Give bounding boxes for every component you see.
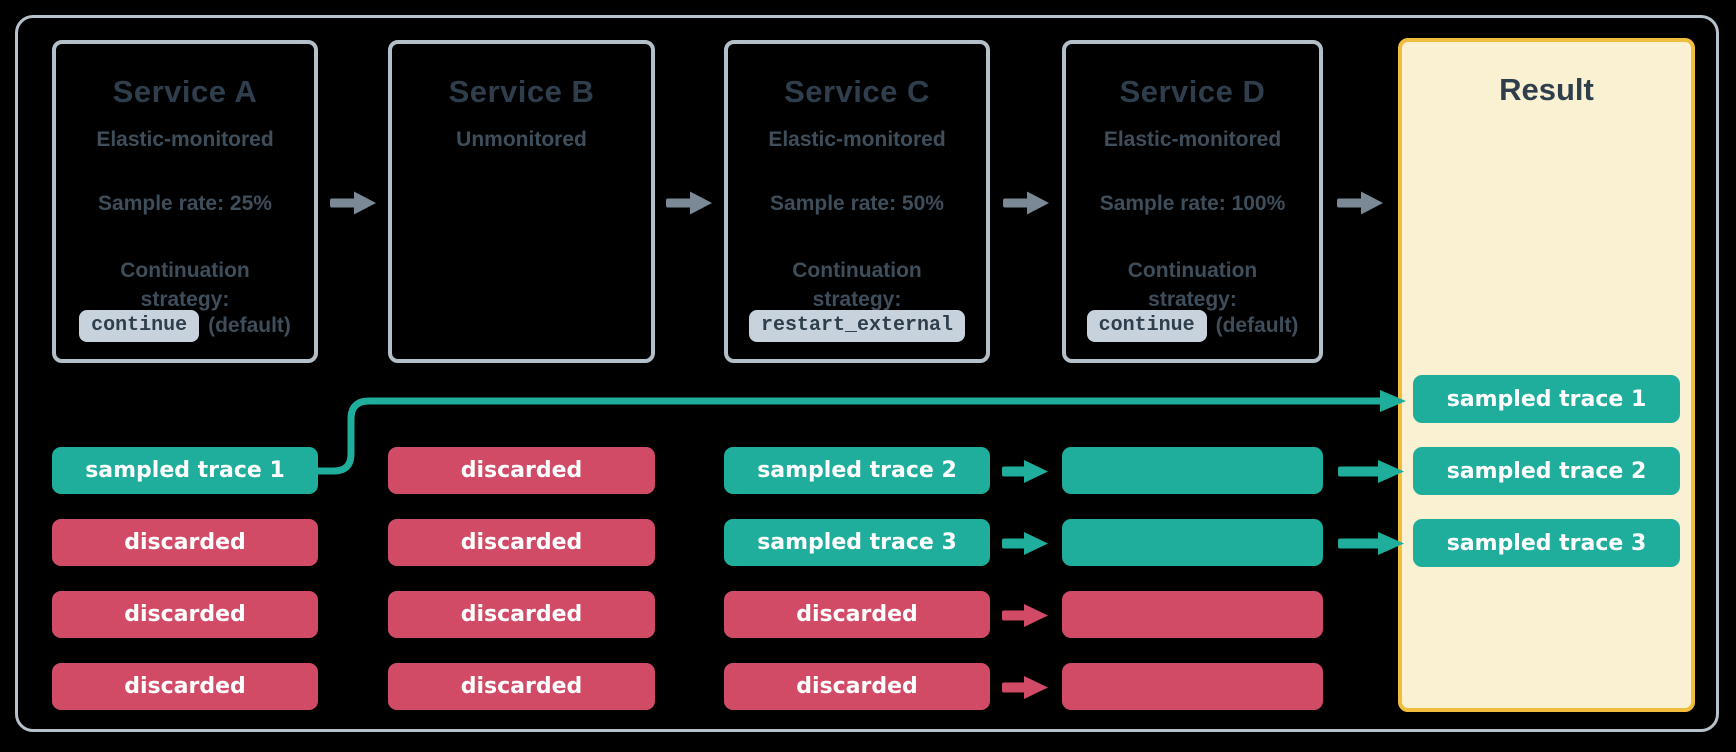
trace-pill-a2: discarded [52, 519, 318, 566]
service-c-strategy-row: restart_external [728, 310, 986, 342]
service-b-box: Service B Unmonitored [388, 40, 655, 363]
service-a-monitoring: Elastic-monitored [96, 128, 274, 151]
service-d-title: Service D [1119, 74, 1266, 109]
diagram-outer-frame [15, 15, 1719, 732]
service-d-box: Service D Elastic-monitored Sample rate:… [1062, 40, 1323, 363]
trace-pill-a3: discarded [52, 591, 318, 638]
service-b-monitoring: Unmonitored [456, 128, 587, 151]
trace-pill-d3 [1062, 591, 1323, 638]
trace-pill-b1: discarded [388, 447, 655, 494]
service-a-strategy-default: (default) [208, 314, 291, 337]
result-pill-1: sampled trace 1 [1413, 375, 1680, 423]
result-pill-2: sampled trace 2 [1413, 447, 1680, 495]
service-d-strategy-badge: continue [1086, 310, 1207, 342]
service-d-sample-rate: Sample rate: 100% [1099, 192, 1286, 215]
trace-pill-c4: discarded [724, 663, 990, 710]
trace-pill-d4 [1062, 663, 1323, 710]
service-d-strategy-row: continue (default) [1066, 310, 1319, 342]
service-a-continuation-label: Continuation strategy: [120, 259, 250, 311]
service-c-continuation-label: Continuation strategy: [792, 259, 922, 311]
trace-pill-c2: sampled trace 3 [724, 519, 990, 566]
trace-pill-d1 [1062, 447, 1323, 494]
service-a-sample-rate: Sample rate: 25% [98, 192, 272, 215]
service-c-sample-rate: Sample rate: 50% [770, 192, 944, 215]
service-c-strategy-badge: restart_external [748, 310, 966, 342]
service-d-continuation-label: Continuation strategy: [1127, 259, 1258, 311]
trace-pill-d2 [1062, 519, 1323, 566]
service-d-monitoring: Elastic-monitored [1103, 128, 1282, 151]
service-c-monitoring: Elastic-monitored [768, 128, 946, 151]
trace-pill-a4: discarded [52, 663, 318, 710]
service-c-title: Service C [784, 74, 930, 109]
service-a-strategy-badge: continue [79, 310, 200, 342]
service-a-strategy-row: continue (default) [56, 310, 314, 342]
trace-pill-a1: sampled trace 1 [52, 447, 318, 494]
trace-pill-b3: discarded [388, 591, 655, 638]
trace-pill-b4: discarded [388, 663, 655, 710]
trace-pill-c3: discarded [724, 591, 990, 638]
result-title: Result [1499, 72, 1594, 107]
service-a-title: Service A [112, 74, 258, 109]
trace-pill-b2: discarded [388, 519, 655, 566]
service-b-title: Service B [448, 74, 595, 109]
service-a-box: Service A Elastic-monitored Sample rate:… [52, 40, 318, 363]
service-d-strategy-default: (default) [1215, 314, 1299, 337]
service-c-box: Service C Elastic-monitored Sample rate:… [724, 40, 990, 363]
trace-pill-c1: sampled trace 2 [724, 447, 990, 494]
result-pill-3: sampled trace 3 [1413, 519, 1680, 567]
